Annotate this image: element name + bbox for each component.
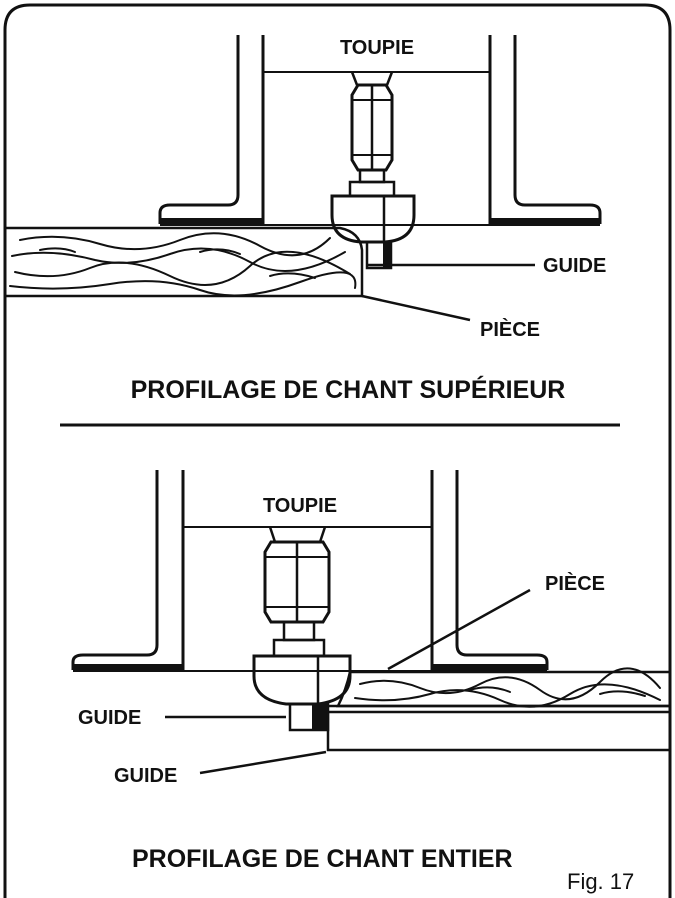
figure-frame (3, 3, 672, 898)
top-workpiece (3, 226, 535, 322)
top-panel: TOUPIE GUIDE PIÈCE PROFILAGE DE CHANT SU… (3, 35, 606, 404)
top-router-label: TOUPIE (340, 37, 414, 59)
top-base-pad-right (490, 218, 600, 225)
bottom-panel: TOUPIE PIÈCE GUIDE GUIDE PROFILAGE DE CH… (71, 470, 672, 873)
bottom-guide-template (326, 704, 672, 752)
bottom-router-label: TOUPIE (263, 495, 337, 517)
bottom-guide-label-upper: GUIDE (78, 707, 141, 729)
bottom-guide-label-lower: GUIDE (114, 765, 177, 787)
top-workpiece-label: PIÈCE (480, 318, 540, 341)
top-collet (348, 71, 396, 198)
top-base-pad-left (160, 218, 263, 225)
top-router-bit (330, 194, 416, 244)
bottom-caption: PROFILAGE DE CHANT ENTIER (132, 845, 513, 873)
bottom-router-bit (252, 654, 352, 706)
top-router-base (158, 35, 602, 226)
bottom-workpiece-label: PIÈCE (545, 572, 605, 595)
bottom-collet (263, 526, 331, 658)
figure-label: Fig. 17 (567, 869, 634, 894)
bottom-base-pad-left (73, 664, 183, 671)
top-guide-label: GUIDE (543, 255, 606, 277)
bottom-workpiece (335, 667, 672, 708)
top-caption: PROFILAGE DE CHANT SUPÉRIEUR (131, 375, 566, 404)
bottom-base-pad-right (432, 664, 547, 671)
